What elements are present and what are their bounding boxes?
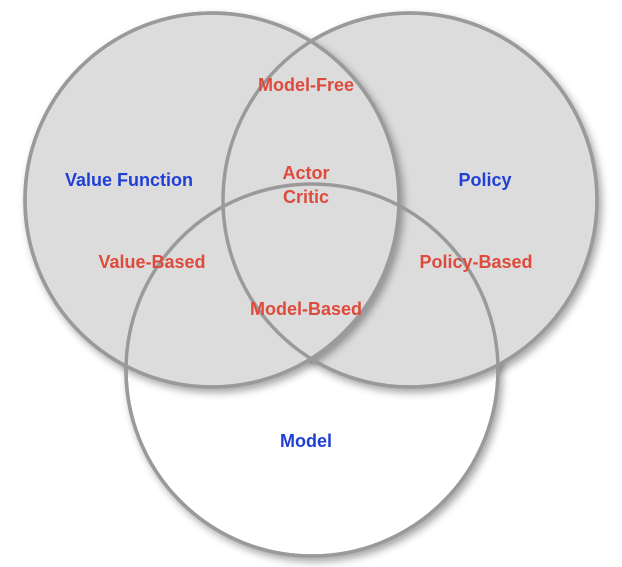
- value-function-outline: [23, 11, 401, 389]
- model-outline: [124, 182, 500, 558]
- actor-label: Actor: [282, 163, 329, 183]
- model-label: Model: [280, 431, 332, 451]
- model-free-label: Model-Free: [258, 75, 354, 95]
- value-based-label: Value-Based: [98, 252, 205, 272]
- value-function-label: Value Function: [65, 170, 193, 190]
- policy-label: Policy: [458, 170, 511, 190]
- policy-based-label: Policy-Based: [419, 252, 532, 272]
- model-based-label: Model-Based: [250, 299, 362, 319]
- critic-label: Critic: [283, 187, 329, 207]
- policy-outline: [221, 11, 599, 389]
- value-function-circle: [23, 11, 401, 389]
